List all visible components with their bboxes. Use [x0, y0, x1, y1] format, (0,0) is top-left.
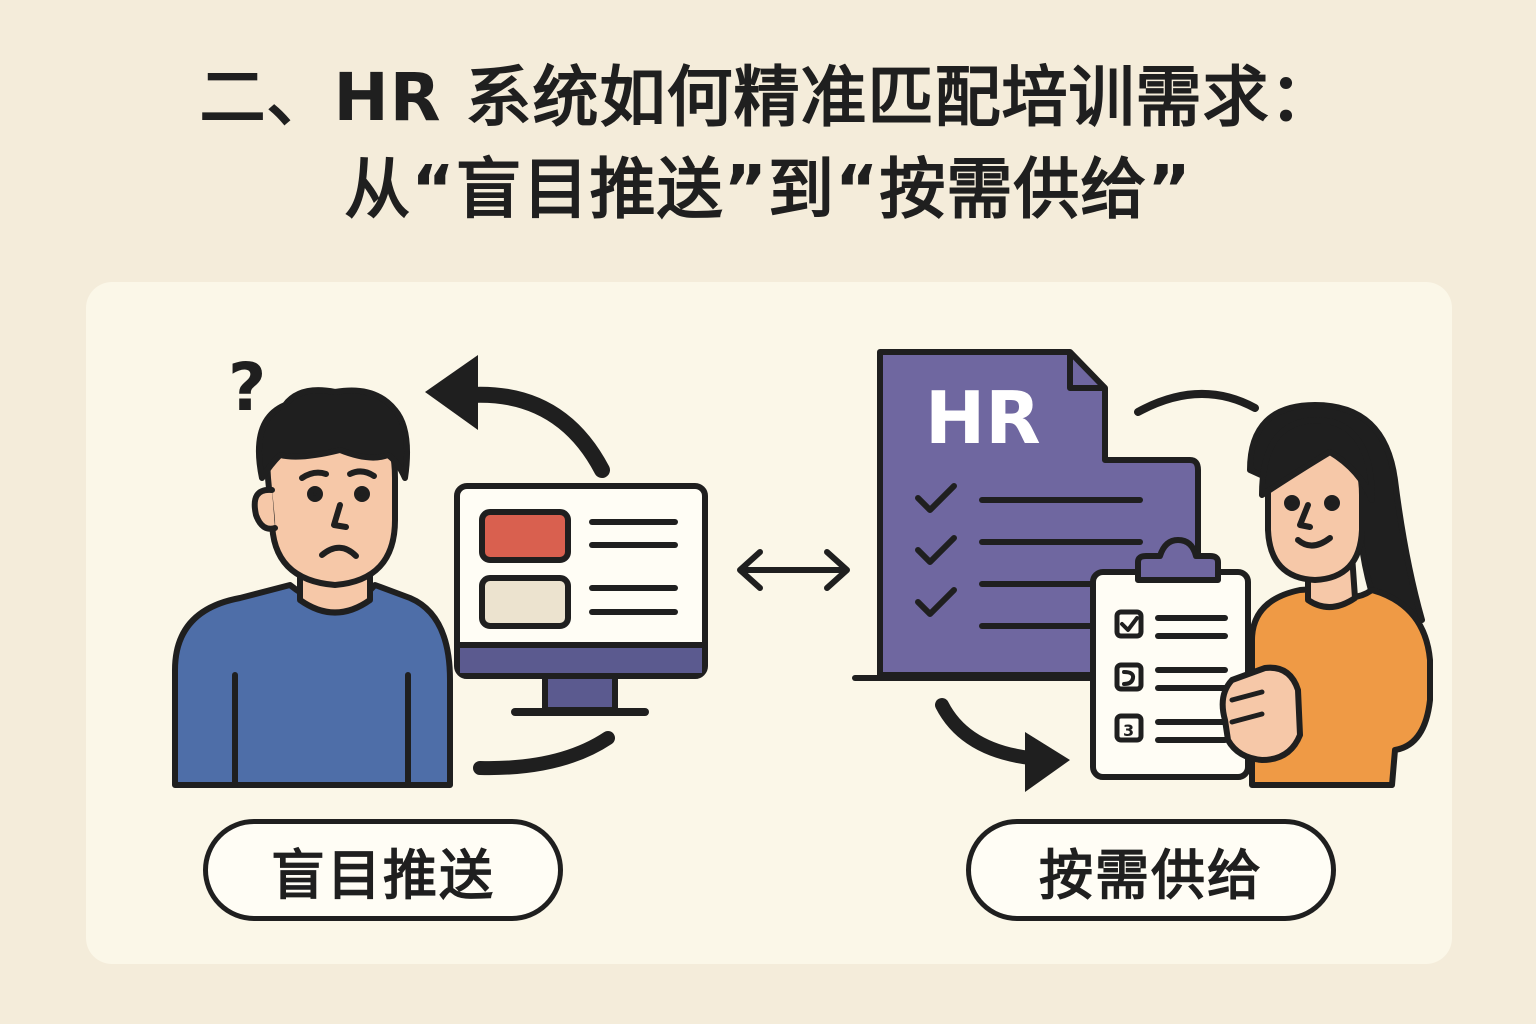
curved-arrow-icon	[425, 355, 610, 478]
label-blind-push-text: 盲目推送	[271, 843, 495, 907]
label-blind-push: 盲目推送	[203, 819, 563, 921]
confused-man-icon	[172, 387, 453, 788]
label-on-demand: 按需供给	[966, 819, 1336, 921]
monitor-icon	[454, 483, 708, 716]
label-on-demand-text: 按需供给	[1039, 843, 1263, 907]
title-line-1: 二、HR 系统如何精准匹配培训需求：	[199, 59, 1337, 136]
curved-line-icon	[473, 731, 615, 776]
woman-icon	[1247, 402, 1433, 788]
curved-line-icon	[1134, 390, 1259, 416]
question-mark-icon: ?	[228, 349, 266, 426]
checklist-number: 3	[1123, 721, 1134, 740]
clipboard-icon	[1090, 537, 1251, 780]
title-line-2: 从“盲目推送”到“按需供给”	[344, 151, 1192, 228]
curved-arrow-icon	[935, 698, 1070, 792]
finger-lines-icon	[1229, 689, 1265, 725]
page-title: 二、HR 系统如何精准匹配培训需求： 从“盲目推送”到“按需供给”	[0, 52, 1536, 236]
double-arrow-icon	[737, 549, 850, 591]
hr-doc-label: HR	[925, 376, 1041, 460]
